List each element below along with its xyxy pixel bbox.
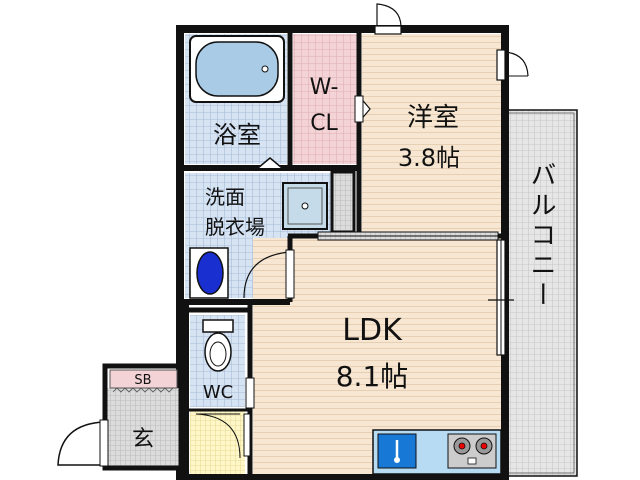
bathroom-label: 浴室 xyxy=(213,121,261,149)
wash-basin-icon xyxy=(189,247,229,299)
bathtub-icon xyxy=(189,35,285,103)
balcony xyxy=(504,109,578,477)
storage-floor xyxy=(190,410,245,474)
walk-in-closet-label-line1: W- xyxy=(310,75,339,100)
washroom-label-line1: 洗面 xyxy=(205,185,245,209)
washroom-label-line2: 脱衣場 xyxy=(205,215,265,239)
western-room-size: 3.8帖 xyxy=(398,144,460,172)
balcony-label: バルコニー xyxy=(526,161,556,311)
entrance-floor xyxy=(107,388,183,466)
western-room-top-window[interactable] xyxy=(374,25,402,35)
shoe-box-label: SB xyxy=(134,373,151,388)
kitchen-counter xyxy=(372,429,502,475)
ldk-label: LDK xyxy=(342,313,403,348)
ldk-size: 8.1帖 xyxy=(336,360,409,393)
walk-in-closet-label-line2: CL xyxy=(310,111,338,136)
toilet-door[interactable] xyxy=(245,377,255,409)
western-room-floor xyxy=(362,34,501,232)
western-room-label: 洋室 xyxy=(407,103,459,133)
washing-machine-pan-icon xyxy=(282,182,328,230)
western-room-window[interactable] xyxy=(496,49,506,81)
stove-icon xyxy=(447,433,497,469)
toilet-label: WC xyxy=(203,382,233,403)
walk-in-closet-floor xyxy=(293,34,357,164)
entrance-label: 玄 xyxy=(132,427,154,452)
entrance-door[interactable] xyxy=(57,421,105,466)
toilet-icon xyxy=(202,319,234,372)
